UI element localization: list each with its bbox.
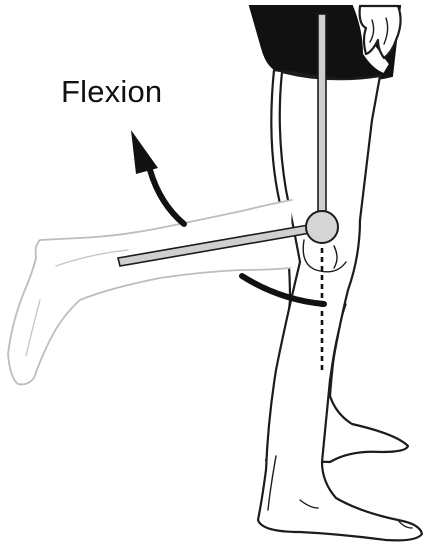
flexion-label: Flexion — [61, 74, 162, 110]
goniometer-joint — [306, 211, 338, 243]
flexed-leg — [8, 200, 292, 384]
flexion-arrow — [131, 130, 184, 224]
standing-leg-front — [258, 72, 422, 540]
goniometer-stationary-arm — [318, 14, 326, 226]
